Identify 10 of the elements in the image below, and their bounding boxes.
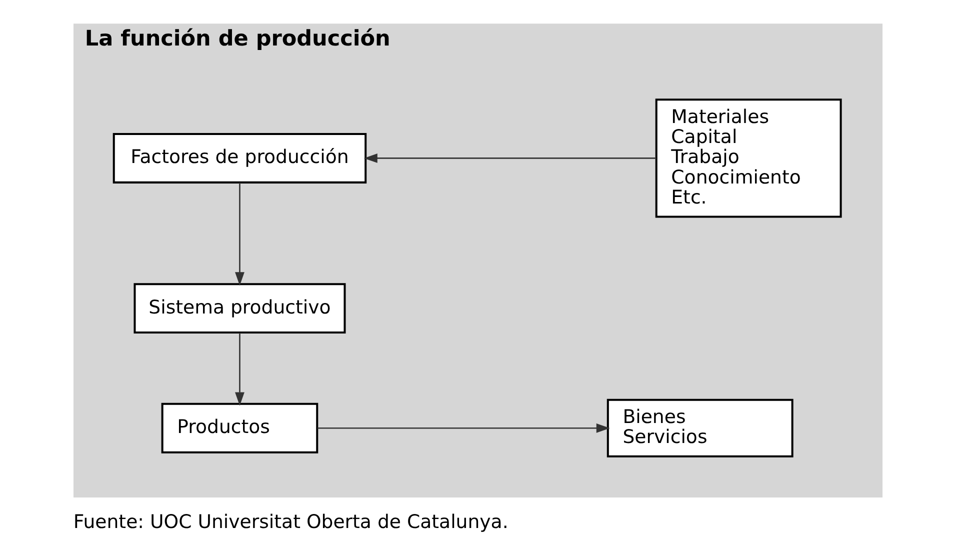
caption: Fuente: UOC Universitat Oberta de Catalunya. bbox=[73, 512, 508, 533]
node-box: Materiales Capital Trabajo Conocimiento Etc. bbox=[655, 98, 842, 218]
node-box: Productos bbox=[161, 402, 318, 454]
arrow bbox=[318, 423, 610, 433]
arrow bbox=[364, 154, 656, 163]
node-box: Factores de producción bbox=[112, 132, 367, 184]
arrow bbox=[235, 182, 244, 286]
node-box: Bienes Servicios bbox=[606, 398, 794, 458]
arrow bbox=[235, 332, 244, 406]
node-box: Sistema productivo bbox=[134, 283, 346, 334]
